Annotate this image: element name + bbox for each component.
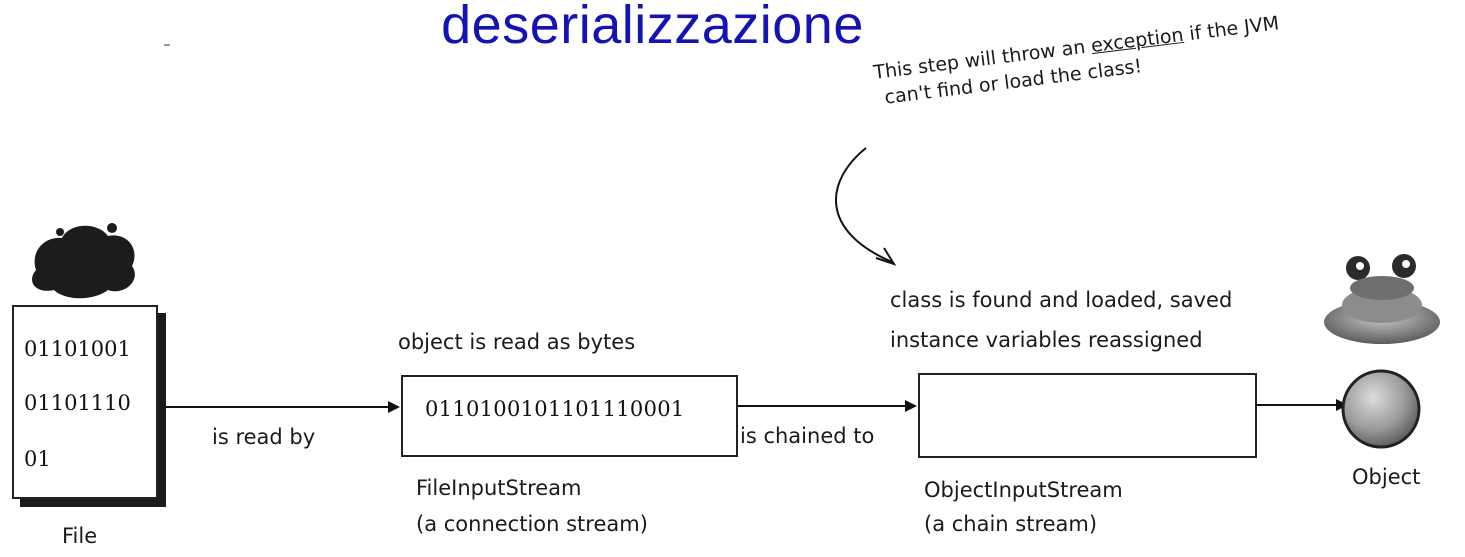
edge-label-is-chained-to: is chained to [740, 424, 875, 448]
edge-label-is-read-by: is read by [212, 425, 316, 449]
ois-description: (a chain stream) [924, 512, 1098, 536]
fis-bits: 0110100101101110001 [425, 397, 685, 421]
fis-caption: object is read as bytes [398, 330, 636, 354]
file-bits-line-2: 01101110 [24, 391, 131, 415]
fis-description: (a connection stream) [416, 512, 648, 536]
objectinputstream-box [918, 373, 1257, 458]
file-creature-icon [32, 223, 135, 299]
fileinputstream-box: 0110100101101110001 [401, 375, 738, 457]
file-label: File [62, 524, 98, 548]
object-creature-icon [1324, 254, 1440, 344]
ois-caption-line-2: instance variables reassigned [890, 328, 1203, 352]
annotation-pointer-arrow [835, 147, 893, 263]
object-sphere-icon [1341, 369, 1421, 449]
diagram-title: deserializzazione [441, 0, 864, 55]
fis-name: FileInputStream [416, 476, 582, 500]
file-box: 01101001 01101110 01 [12, 305, 158, 499]
ois-caption-line-1: class is found and loaded, saved [890, 288, 1233, 312]
ois-name: ObjectInputStream [924, 478, 1123, 502]
object-label: Object [1352, 465, 1421, 489]
file-bits-line-1: 01101001 [24, 337, 131, 361]
file-bits-line-3: 01 [24, 447, 51, 471]
